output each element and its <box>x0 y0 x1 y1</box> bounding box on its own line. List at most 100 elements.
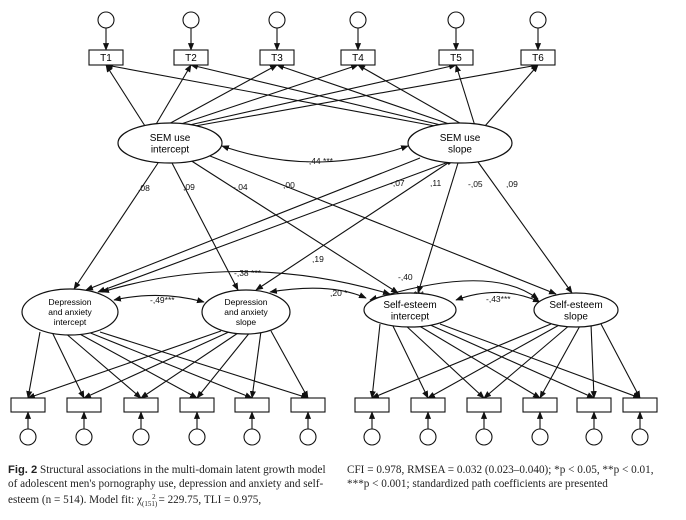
latent-label-sem-slope-2: slope <box>448 144 472 155</box>
error-term-top-2 <box>182 11 200 29</box>
indicator-box-t1 <box>88 49 124 66</box>
self-esteem-indicator-box-4 <box>522 397 558 413</box>
self-esteem-error-term-3 <box>475 428 493 446</box>
coef-cov-40-stars: *** <box>414 289 425 299</box>
error-term-top-6 <box>529 11 547 29</box>
latent-label-sem-slope-1: SEM use <box>440 133 481 144</box>
loading-slope-t5 <box>455 64 476 127</box>
depression-error-term-1 <box>19 428 37 446</box>
self-esteem-indicator-box-1 <box>354 397 390 413</box>
coef-ss-ds: ,11 <box>430 178 441 188</box>
latent-sem-intercept <box>117 122 223 164</box>
latent-label-sem-intercept-1: SEM use <box>150 133 191 144</box>
self-esteem-indicator-box-6 <box>622 397 658 413</box>
depression-loading-b-1 <box>27 330 222 399</box>
self-esteem-loading-b-1 <box>371 323 552 399</box>
error-term-top-1 <box>97 11 115 29</box>
self-esteem-error-term-4 <box>531 428 549 446</box>
error-term-top-4 <box>349 11 367 29</box>
coef-se-cov: -,43*** <box>486 294 511 304</box>
loading-slope-t4 <box>357 64 466 127</box>
depression-loading-b-2 <box>83 330 232 399</box>
coefficient-labels: -,44 ***,08,09-,04,00-,07,11-,05,09,19-,… <box>138 156 518 305</box>
depression-indicator-box-6 <box>290 397 326 413</box>
chi-subscript: (151) <box>142 500 158 508</box>
coef-dep-cov: -,49*** <box>150 295 175 305</box>
latent-label-se-intercept-1: Self-esteem <box>383 300 436 311</box>
coef-si-ses: ,00 <box>283 180 295 190</box>
self-esteem-loading-a-4 <box>415 323 541 399</box>
indicator-box-t6 <box>520 49 556 66</box>
depression-indicator-box-4 <box>179 397 215 413</box>
depression-error-term-2 <box>75 428 93 446</box>
cov-se-intercept-slope-40 <box>369 280 539 301</box>
path-arrows <box>24 28 644 429</box>
self-esteem-loading-b-4 <box>539 323 582 399</box>
coef-si-ds: ,09 <box>183 182 195 192</box>
indicator-label-t2: T2 <box>185 53 197 64</box>
indicator-label-t4: T4 <box>352 53 364 64</box>
indicator-label-t5: T5 <box>450 53 462 64</box>
self-esteem-loading-a-1 <box>369 323 381 399</box>
coef-si-di: ,08 <box>138 183 150 193</box>
path-cross-19 <box>97 159 455 293</box>
depression-indicator-box-3 <box>123 397 159 413</box>
loading-intercept-t5 <box>184 63 457 127</box>
coef-si-sei: -,04 <box>233 182 248 192</box>
coef-cov-20: ,20 * <box>330 288 348 298</box>
figure-caption-right: CFI = 0.978, RMSEA = 0.032 (0.023–0.040)… <box>347 464 677 491</box>
indicator-box-t2 <box>173 49 209 66</box>
loading-slope-t6 <box>484 64 539 127</box>
latent-se-slope <box>533 292 619 328</box>
depression-loading-b-4 <box>196 330 252 399</box>
loading-intercept-t6 <box>194 63 539 127</box>
latent-label-dep-intercept-2: and anxiety <box>48 307 92 317</box>
self-esteem-indicator-box-5 <box>576 397 612 413</box>
depression-indicator-box-5 <box>234 397 270 413</box>
figure-caption-left: Fig. 2 Structural associations in the mu… <box>8 464 330 512</box>
latent-label-dep-slope-1: Depression <box>225 297 268 307</box>
depression-error-term-6 <box>299 428 317 446</box>
self-esteem-loading-a-5 <box>427 323 595 399</box>
latent-label-se-intercept-2: intercept <box>391 311 430 322</box>
cov-sem-intercept-slope <box>221 145 409 163</box>
depression-loading-a-6 <box>99 331 309 399</box>
coef-cov-40: -,40 <box>398 272 413 282</box>
loading-slope-t1 <box>105 63 436 127</box>
indicator-label-t3: T3 <box>271 53 283 64</box>
depression-loading-a-4 <box>75 331 198 399</box>
depression-loading-a-1 <box>26 331 41 399</box>
self-esteem-loading-a-2 <box>391 323 429 399</box>
latent-label-se-slope-2: slope <box>564 311 588 322</box>
chi-superscript: 2 <box>152 493 156 501</box>
cov-se-intercept-slope <box>455 291 541 303</box>
depression-loading-a-2 <box>51 331 85 399</box>
depression-error-term-5 <box>243 428 261 446</box>
latent-sem-slope <box>407 122 513 164</box>
cov-dep-intercept-se-intercept <box>101 270 391 296</box>
loading-intercept-t1 <box>105 64 146 127</box>
indicator-box-t3 <box>259 49 295 66</box>
loading-intercept-t3 <box>164 64 278 127</box>
depression-loading-a-5 <box>87 331 253 399</box>
latent-label-sem-intercept-2: intercept <box>151 144 190 155</box>
self-esteem-loading-b-3 <box>483 323 572 399</box>
coef-sem-cov: -,44 *** <box>306 156 334 166</box>
path-sem-intercept-to-se-slope <box>209 155 557 295</box>
indicator-box-t5 <box>438 49 474 66</box>
error-term-top-3 <box>268 11 286 29</box>
indicator-label-t1: T1 <box>100 53 112 64</box>
cov-dep-intercept-slope <box>113 294 205 304</box>
latent-label-dep-intercept-3: intercept <box>54 317 87 327</box>
depression-loading-a-3 <box>63 331 142 399</box>
depression-indicator-box-2 <box>66 397 102 413</box>
self-esteem-loading-b-6 <box>600 323 641 399</box>
self-esteem-indicator-box-2 <box>410 397 446 413</box>
path-sem-slope-to-se-slope <box>477 161 573 294</box>
self-esteem-error-term-5 <box>585 428 603 446</box>
self-esteem-indicator-box-3 <box>466 397 502 413</box>
loading-intercept-t4 <box>174 64 359 127</box>
latent-dep-slope <box>201 289 291 335</box>
caption-tail: = 229.75, TLI = 0.975, <box>155 494 262 506</box>
